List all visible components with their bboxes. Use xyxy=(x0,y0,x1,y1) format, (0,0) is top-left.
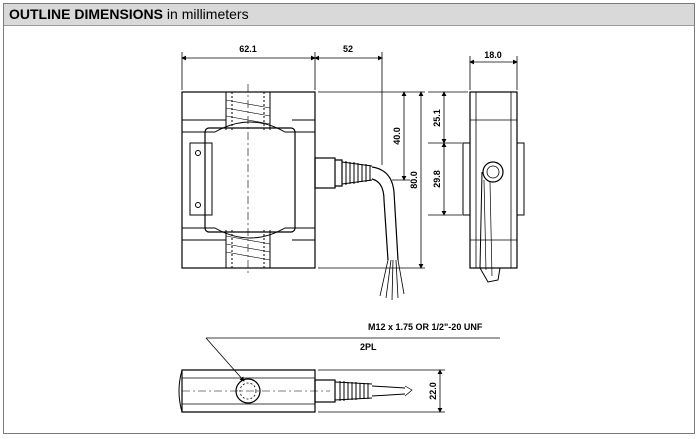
thread-bore-bottom xyxy=(225,230,271,268)
dim-height-total: 80.0 xyxy=(409,171,419,189)
drawing-frame: OUTLINE DIMENSIONS in millimeters xyxy=(3,3,695,434)
dim-width-body: 62.1 xyxy=(239,44,257,54)
thread-count: 2PL xyxy=(360,342,377,352)
dim-side-mid: 29.8 xyxy=(432,170,442,188)
front-dims xyxy=(181,52,425,269)
label-plate xyxy=(189,142,213,216)
strain-relief xyxy=(341,161,373,185)
top-body-outline xyxy=(181,369,316,413)
side-body-outline xyxy=(469,91,518,269)
dim-cable-length: 52 xyxy=(343,44,353,54)
cable-wires xyxy=(379,259,405,301)
side-cable xyxy=(479,171,501,283)
thread-spec: M12 x 1.75 OR 1/2"-20 UNF xyxy=(368,322,483,332)
side-view xyxy=(462,91,525,283)
top-cable-gland xyxy=(314,379,336,403)
top-dims xyxy=(205,337,500,413)
side-gland-circle xyxy=(482,161,504,183)
top-cable xyxy=(371,385,406,397)
top-strain-relief xyxy=(334,381,373,401)
sensor-block xyxy=(204,127,296,233)
front-view xyxy=(181,84,405,301)
header-subtitle: in millimeters xyxy=(166,6,249,22)
dim-height-half: 40.0 xyxy=(392,127,402,145)
dim-depth: 18.0 xyxy=(484,50,502,60)
top-view xyxy=(178,369,413,413)
section-header: OUTLINE DIMENSIONS in millimeters xyxy=(4,4,694,26)
side-dims xyxy=(428,56,518,216)
header-title: OUTLINE DIMENSIONS xyxy=(9,6,164,22)
cable xyxy=(371,166,399,261)
cable-gland xyxy=(314,157,336,189)
dim-bottom-height: 22.0 xyxy=(428,382,438,400)
dim-side-upper: 25.1 xyxy=(432,109,442,127)
